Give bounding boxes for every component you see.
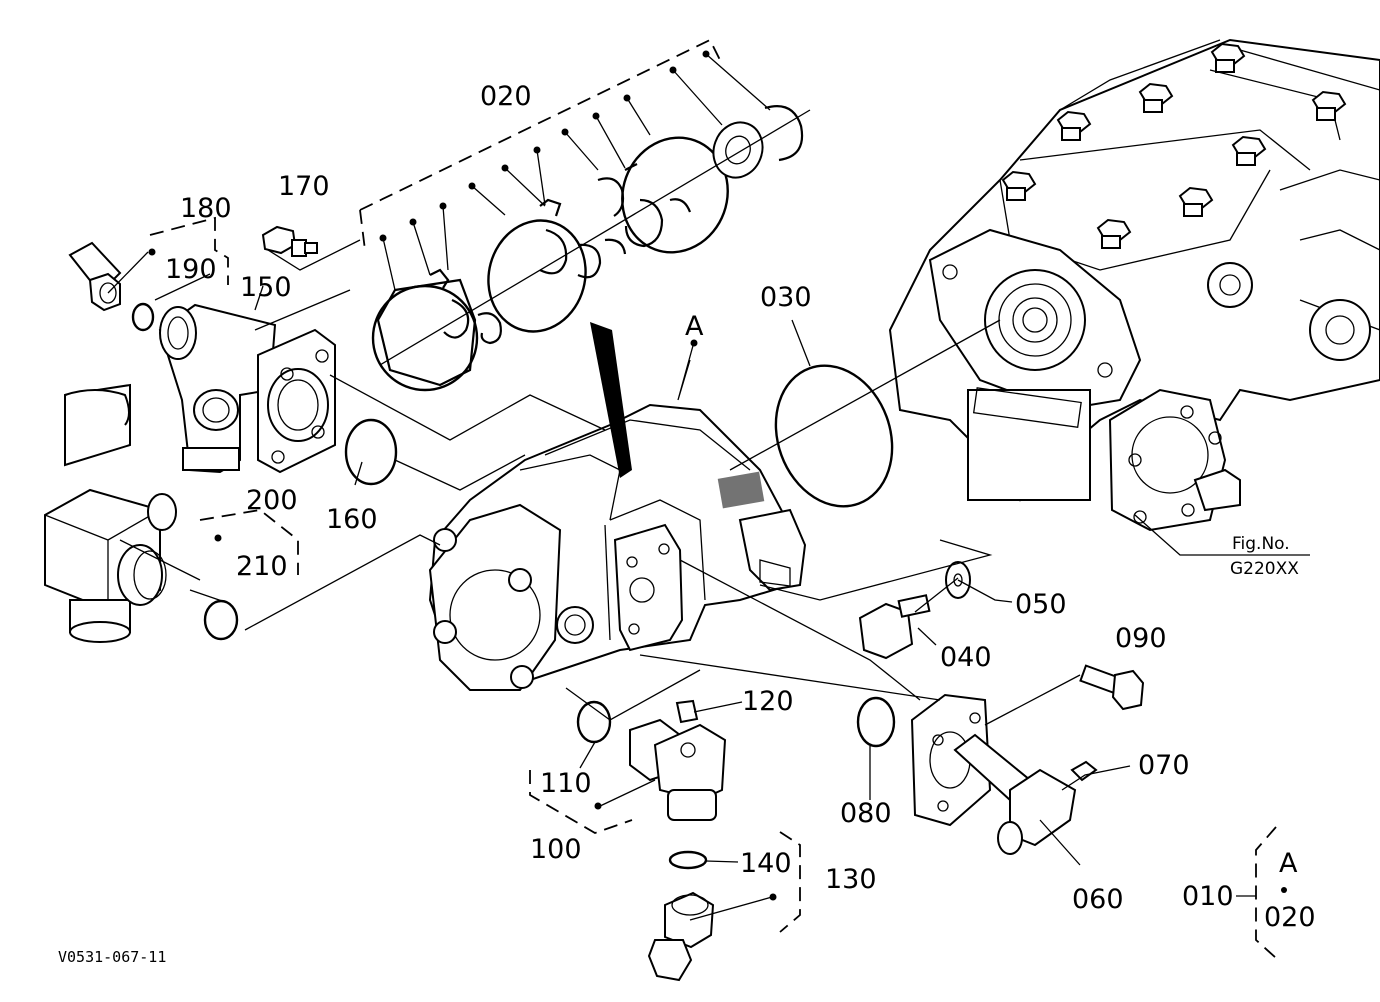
o-ring-160 [344,418,398,486]
callout-140: 140 [740,848,792,879]
o-ring-080 [856,696,896,748]
o-ring-140 [668,850,708,870]
callout-020: 020 [480,81,532,112]
callout-030: 030 [760,282,812,313]
callout-070: 070 [1138,750,1190,781]
elbow-fitting-100 [629,718,727,821]
legend-code: 010 [1182,881,1234,912]
callout-190: 190 [165,254,217,285]
callout-160: 160 [326,504,378,535]
elbow-fitting-150 [158,303,336,474]
plug-170 [261,225,318,257]
housing-bolt [1096,218,1132,249]
callout-050: 050 [1015,589,1067,620]
o-ring-210 [203,599,239,641]
flange-fitting-060 [910,693,1077,855]
callout-040: 040 [940,642,992,673]
callout-210: 210 [236,551,288,582]
housing-bolt [1001,170,1037,201]
callout-090: 090 [1115,623,1167,654]
fig-no-value: G220XX [1230,559,1299,579]
group-brackets [149,216,1277,959]
elbow-fitting-130 [647,891,715,982]
callout-120: 120 [742,686,794,717]
housing-bolt [1311,90,1347,121]
legend-top: A [1279,848,1298,879]
drawing-id: V0531-067-11 [58,948,166,966]
plug-120 [675,699,699,724]
o-ring-190 [131,302,155,332]
fitting-180 [68,241,122,312]
transmission-housing [888,38,1380,532]
callout-060: 060 [1072,884,1124,915]
fig-no-label: Fig.No. [1232,534,1290,554]
callout-200: 200 [246,485,298,516]
callout-170: 170 [278,171,330,202]
o-ring-110 [576,700,612,744]
callout-labels: 020 170 180 190 150 030 A 200 160 210 05… [165,81,1190,915]
callout-130: 130 [825,864,877,895]
main-pump-assembly [428,322,807,692]
callout-180: 180 [180,193,232,224]
tee-fitting-200 [44,383,177,643]
plug-070 [1070,760,1098,782]
housing-bolt [1056,110,1092,141]
legend-bottom: 020 [1264,902,1316,933]
housing-bolt [1210,42,1246,73]
housing-bolt [1138,82,1174,113]
bolt-090 [1079,664,1145,711]
housing-bolt [1178,186,1214,217]
callout-080: 080 [840,798,892,829]
fig-no-reference: Fig.No. G220XX [1230,534,1299,579]
bolt-040 [858,594,931,660]
callout-110: 110 [540,768,592,799]
callout-100: 100 [530,834,582,865]
o-ring-030 [729,319,1001,508]
housing-bolt [1231,135,1267,166]
leader-lines [107,239,1310,921]
leader-dots [148,248,1287,901]
assembly-legend: 010 A 020 [1182,848,1316,933]
seal-kit-020 [359,38,811,392]
callout-150: 150 [240,272,292,303]
callout-a: A [685,311,704,342]
